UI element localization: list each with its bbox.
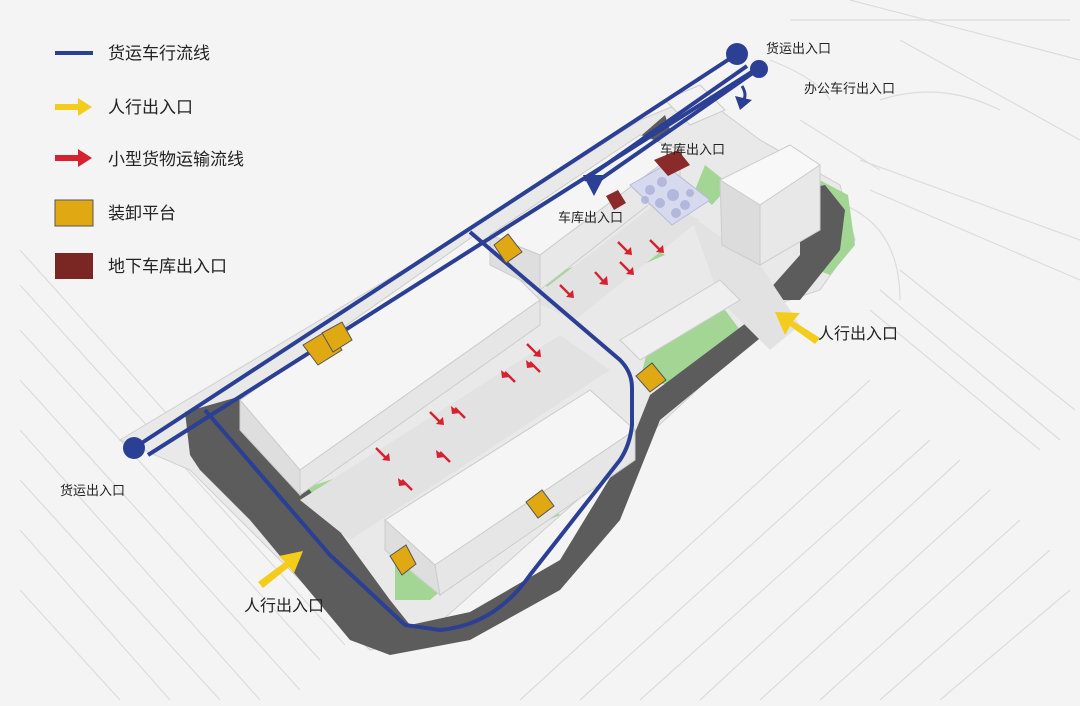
cargo-arrow [526,343,541,357]
freight-route [132,52,759,633]
cargo-arrow [451,406,466,419]
legend-pedestrian-swatch [55,98,92,116]
freight-hook [740,85,747,104]
cargo-arrow [429,411,444,425]
cargo-arrow [375,447,390,461]
legend-pedestrian-label: 人行出入口 [108,98,193,118]
cargo-arrow [501,370,516,383]
courtyard [629,164,711,226]
cargo-arrow [398,478,413,491]
label-garage-entrance-mid: 车库出入口 [558,210,623,226]
legend-platform-swatch [54,199,94,227]
freight-node-top-2 [750,60,768,78]
label-freight-entrance-top: 货运出入口 [766,41,831,57]
freight-node-left [123,437,145,459]
cargo-arrow [594,271,608,285]
pedestrian-arrow-bottom [258,551,303,588]
service-road-right [760,185,845,300]
freight-arrowhead-down [583,175,605,196]
cargo-arrow [619,261,634,275]
legend: 货运车行流线 人行出入口 小型货物运输流线 装卸平台 地下车库出入口 [54,44,244,279]
label-garage-entrance-top: 车库出入口 [660,142,725,158]
label-pedestrian-entrance-bottom: 人行出入口 [244,596,324,615]
cargo-arrow [526,360,541,373]
legend-platform-label: 装卸平台 [108,204,176,224]
freight-arrowhead-right [735,96,752,110]
legend-cargo-label: 小型货物运输流线 [108,150,244,170]
garage-entrances [606,150,690,210]
label-office-vehicle-entrance: 办公车行出入口 [804,81,895,97]
cargo-arrow [559,284,574,298]
legend-freight-label: 货运车行流线 [108,44,210,64]
plaza-paving [300,200,800,540]
label-freight-entrance-left: 货运出入口 [60,483,125,499]
cargo-arrows [375,239,664,491]
loading-platforms [302,233,667,576]
legend-garage-label: 地下车库出入口 [108,257,227,277]
label-pedestrian-entrance-right: 人行出入口 [818,324,898,343]
perimeter-road [185,320,770,655]
cargo-arrow [436,450,451,463]
cargo-arrow [649,239,664,253]
legend-cargo-swatch [55,149,92,167]
cargo-arrow [617,241,632,255]
freight-node-top [726,43,748,65]
pedestrian-arrow-right [775,312,820,344]
legend-garage-swatch [55,253,93,279]
context-lines [19,0,1080,701]
